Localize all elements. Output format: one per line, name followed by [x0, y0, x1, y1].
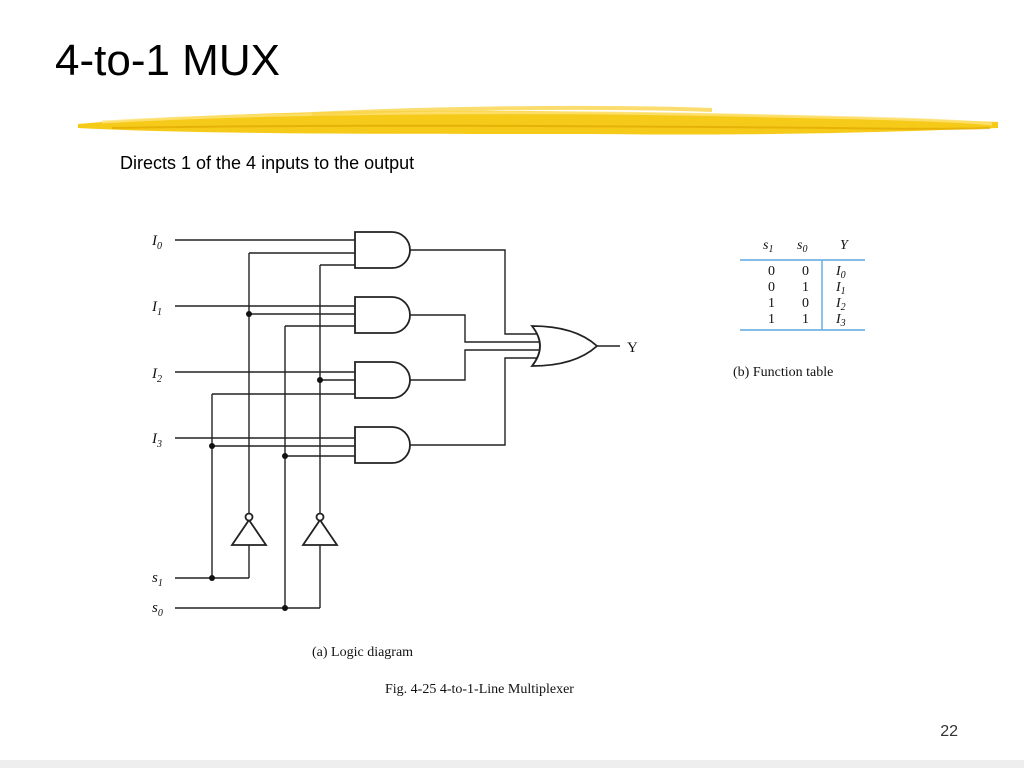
page-number: 22 — [940, 723, 958, 740]
input-wires — [175, 239, 355, 439]
function-table: s1 s0 Y 0 0 I0 0 1 I1 1 0 I2 1 1 I3 (b) … — [733, 238, 865, 380]
and-gate-3 — [354, 426, 411, 464]
table-row-3-s1: 1 — [768, 312, 775, 327]
junction-dots — [209, 311, 323, 611]
table-row-1-y: I1 — [835, 280, 846, 297]
inverter-s1 — [230, 512, 268, 546]
table-row-2-y: I2 — [835, 296, 846, 313]
inverter-s0 — [301, 512, 339, 546]
table-row-3-y: I3 — [835, 312, 846, 329]
table-row-0-s1: 0 — [768, 264, 775, 279]
function-table-caption: (b) Function table — [733, 365, 833, 380]
table-row-1-s1: 0 — [768, 280, 775, 295]
input-label-i0: I0 — [151, 233, 162, 252]
title-underline-brushstroke — [78, 105, 998, 135]
logic-diagram-caption: (a) Logic diagram — [312, 645, 413, 660]
input-label-i1: I1 — [151, 299, 162, 318]
and-gate-1 — [354, 296, 411, 334]
table-header-s0: s0 — [797, 238, 807, 255]
table-row-2-s0: 0 — [802, 296, 809, 311]
figure-caption: Fig. 4-25 4-to-1-Line Multiplexer — [385, 682, 574, 697]
or-gate — [530, 325, 599, 367]
table-header-s1: s1 — [763, 238, 773, 255]
and-gate-0 — [354, 231, 411, 269]
table-row-0-y: I0 — [835, 264, 846, 281]
slide-title: 4-to-1 MUX — [55, 36, 280, 85]
table-row-3-s0: 1 — [802, 312, 809, 327]
table-header-y: Y — [840, 238, 850, 253]
slide-subtitle: Directs 1 of the 4 inputs to the output — [120, 153, 415, 173]
select-label-s0: s0 — [152, 600, 163, 619]
table-row-2-s1: 1 — [768, 296, 775, 311]
input-label-i3: I3 — [151, 431, 162, 450]
table-row-1-s0: 1 — [802, 280, 809, 295]
input-label-i2: I2 — [151, 366, 162, 385]
and-to-or-wires — [410, 249, 540, 446]
table-row-0-s0: 0 — [802, 264, 809, 279]
and-gate-2 — [354, 361, 411, 399]
footer-strip — [0, 760, 1024, 768]
output-label-y: Y — [627, 340, 638, 356]
select-label-s1: s1 — [152, 570, 163, 589]
